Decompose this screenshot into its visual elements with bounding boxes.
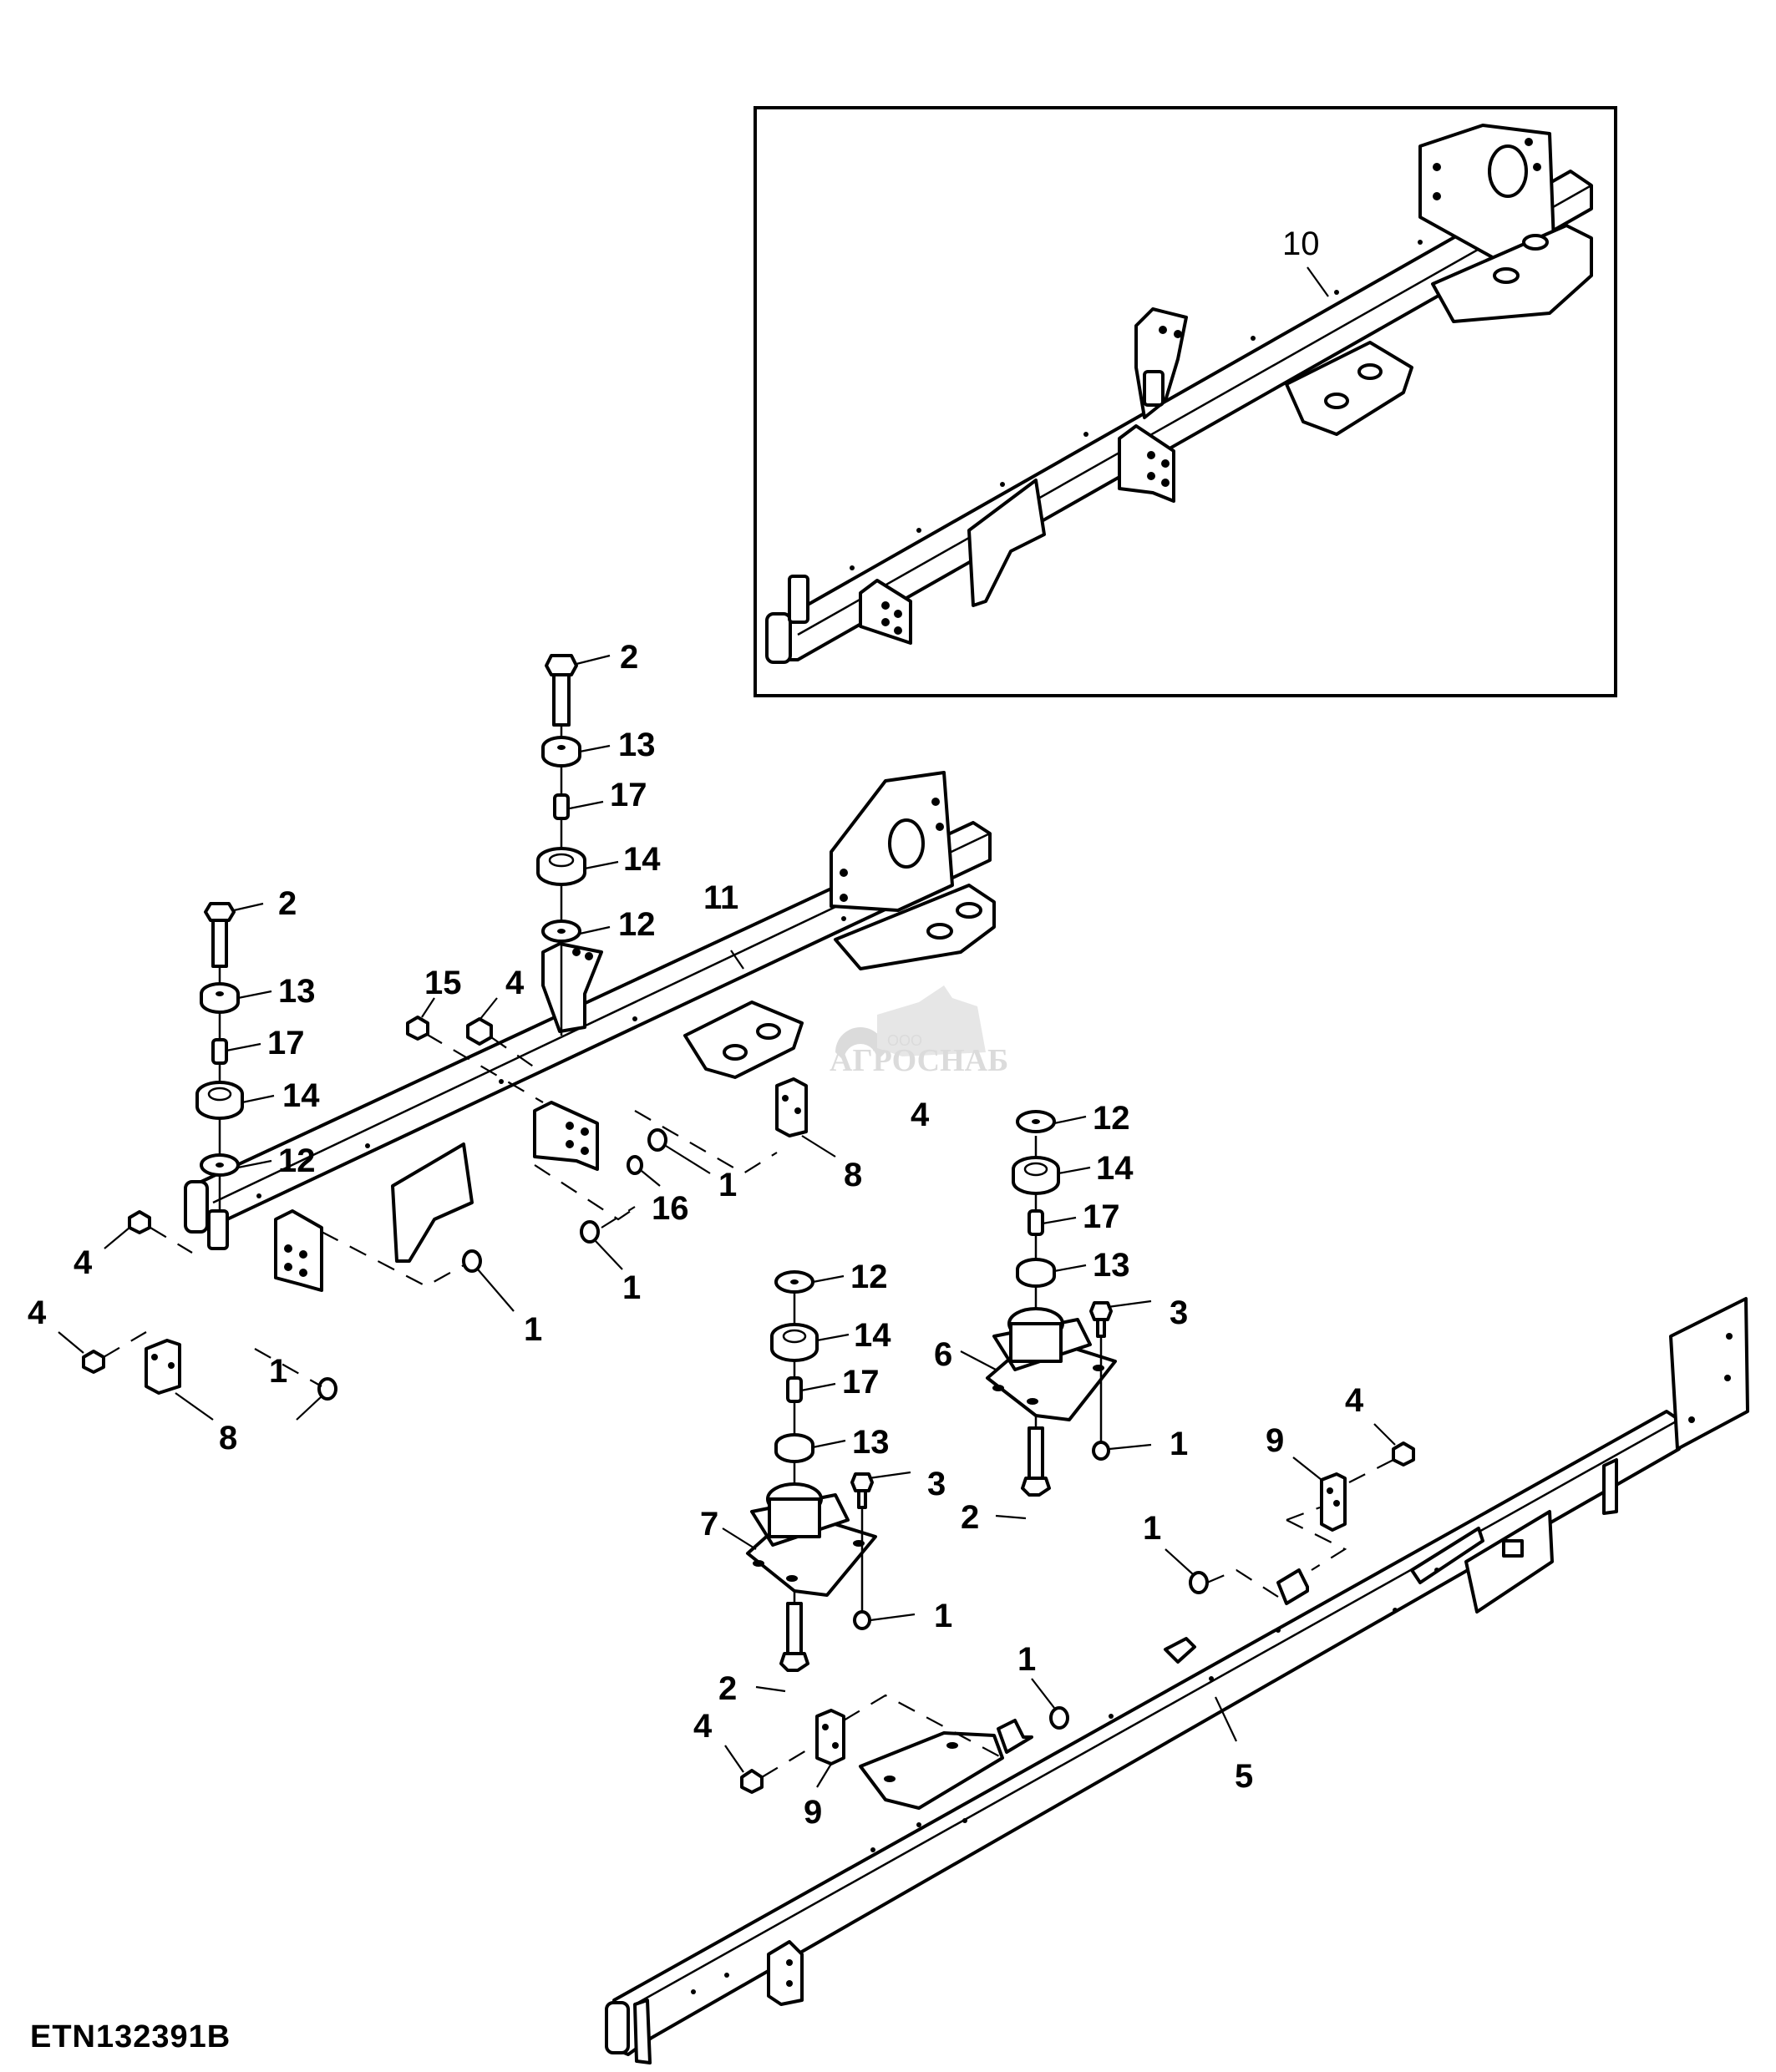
callout-4: 4 (1345, 1382, 1364, 1419)
callout-17: 17 (610, 777, 647, 813)
callout-13: 13 (852, 1424, 890, 1461)
callout-8: 8 (219, 1420, 237, 1456)
gear-icon (835, 1027, 885, 1061)
nut-icon (1189, 1571, 1209, 1594)
callout-1: 1 (269, 1353, 287, 1390)
callout-1: 1 (934, 1598, 952, 1634)
callout-13: 13 (278, 973, 316, 1010)
callout-5: 5 (1235, 1758, 1253, 1795)
watermark-prefix: ООО (887, 1032, 922, 1049)
callout-1: 1 (1143, 1510, 1161, 1547)
callout-12: 12 (850, 1259, 888, 1295)
callout-1: 1 (524, 1311, 542, 1348)
callout-1: 1 (718, 1167, 737, 1203)
nut-icon (647, 1128, 667, 1152)
callout-4: 4 (505, 965, 525, 1001)
plate-icon (815, 1709, 845, 1766)
washer-icon (541, 919, 581, 943)
callout-16: 16 (652, 1190, 689, 1227)
rubber-isolator-icon (536, 847, 586, 886)
callout-14: 14 (282, 1077, 320, 1114)
rear-frame-rail (605, 1297, 1749, 2064)
callout-14: 14 (854, 1317, 891, 1354)
callout-9: 9 (1266, 1422, 1284, 1459)
cap-screw-icon (466, 1017, 493, 1046)
callout-12: 12 (278, 1142, 316, 1179)
washer-icon (541, 736, 581, 768)
nut-icon (580, 1220, 600, 1244)
callout-17: 17 (842, 1364, 880, 1401)
callout-1: 1 (1017, 1641, 1036, 1678)
figure-reference-code: ETN132391B (30, 2019, 231, 2054)
callout-12-leader (579, 925, 611, 935)
callout-17-leader (569, 800, 604, 810)
callout-2: 2 (620, 639, 638, 676)
callout-14-leader (584, 860, 619, 870)
isolator-mount-6 (986, 1110, 1117, 1497)
callout-12: 12 (1093, 1100, 1130, 1137)
callout-2: 2 (961, 1499, 979, 1536)
callout-11-leader (730, 950, 744, 970)
callout-13: 13 (618, 727, 656, 763)
callout-13-leader (579, 744, 611, 753)
isolator-stack-center (536, 654, 586, 1036)
plate-icon (775, 1077, 808, 1137)
callout-7: 7 (700, 1506, 718, 1543)
callout-9: 9 (804, 1794, 822, 1831)
callout-4: 4 (28, 1294, 47, 1331)
screw-icon (406, 1016, 429, 1041)
callout-13: 13 (1093, 1247, 1130, 1284)
callout-15: 15 (424, 965, 462, 1001)
front-frame-rail (184, 771, 996, 1292)
callout-1: 1 (1170, 1426, 1188, 1462)
nut-icon (627, 1155, 643, 1175)
inset-frame (754, 106, 1617, 697)
callout-17: 17 (1083, 1198, 1120, 1235)
inset-panel: 10 (754, 106, 1617, 697)
company-watermark: ООО АГРОСНАБ (830, 985, 1008, 1078)
callout-11: 11 (703, 879, 738, 916)
callout-2: 2 (718, 1670, 737, 1707)
callout-14: 14 (623, 841, 661, 878)
nut-icon (462, 1249, 482, 1273)
callout-10: 10 (1282, 225, 1320, 262)
nut-icon (317, 1377, 337, 1401)
callout-4: 4 (911, 1097, 930, 1133)
callout-8: 8 (844, 1157, 862, 1193)
fastener-group-lower (724, 1423, 1415, 1794)
combine-harvester-icon (877, 985, 986, 1056)
callout-3: 3 (1170, 1294, 1188, 1331)
spacer-sleeve-icon (553, 793, 570, 820)
callout-14: 14 (1096, 1150, 1134, 1187)
plate-icon (145, 1339, 181, 1395)
plate-icon (1320, 1472, 1347, 1532)
callout-6: 6 (934, 1336, 952, 1373)
callout-1: 1 (622, 1269, 641, 1306)
frame-rail-assembly-inset (765, 124, 1593, 664)
callout-4: 4 (693, 1708, 713, 1745)
isolator-stack-left (195, 902, 244, 1211)
callout-2: 2 (278, 885, 297, 922)
callout-4: 4 (74, 1244, 93, 1281)
fastener-group-upper (58, 997, 836, 1421)
callout-12: 12 (618, 906, 656, 943)
nut-icon (1049, 1706, 1069, 1730)
bolt-icon (545, 654, 578, 727)
callout-17: 17 (267, 1025, 305, 1061)
watermark-name: АГРОСНАБ (830, 1043, 1008, 1078)
callout-10-leader (1307, 266, 1329, 297)
callout-2-leader (576, 654, 611, 666)
callout-3: 3 (927, 1466, 946, 1502)
isolator-mount-7 (746, 1270, 877, 1672)
